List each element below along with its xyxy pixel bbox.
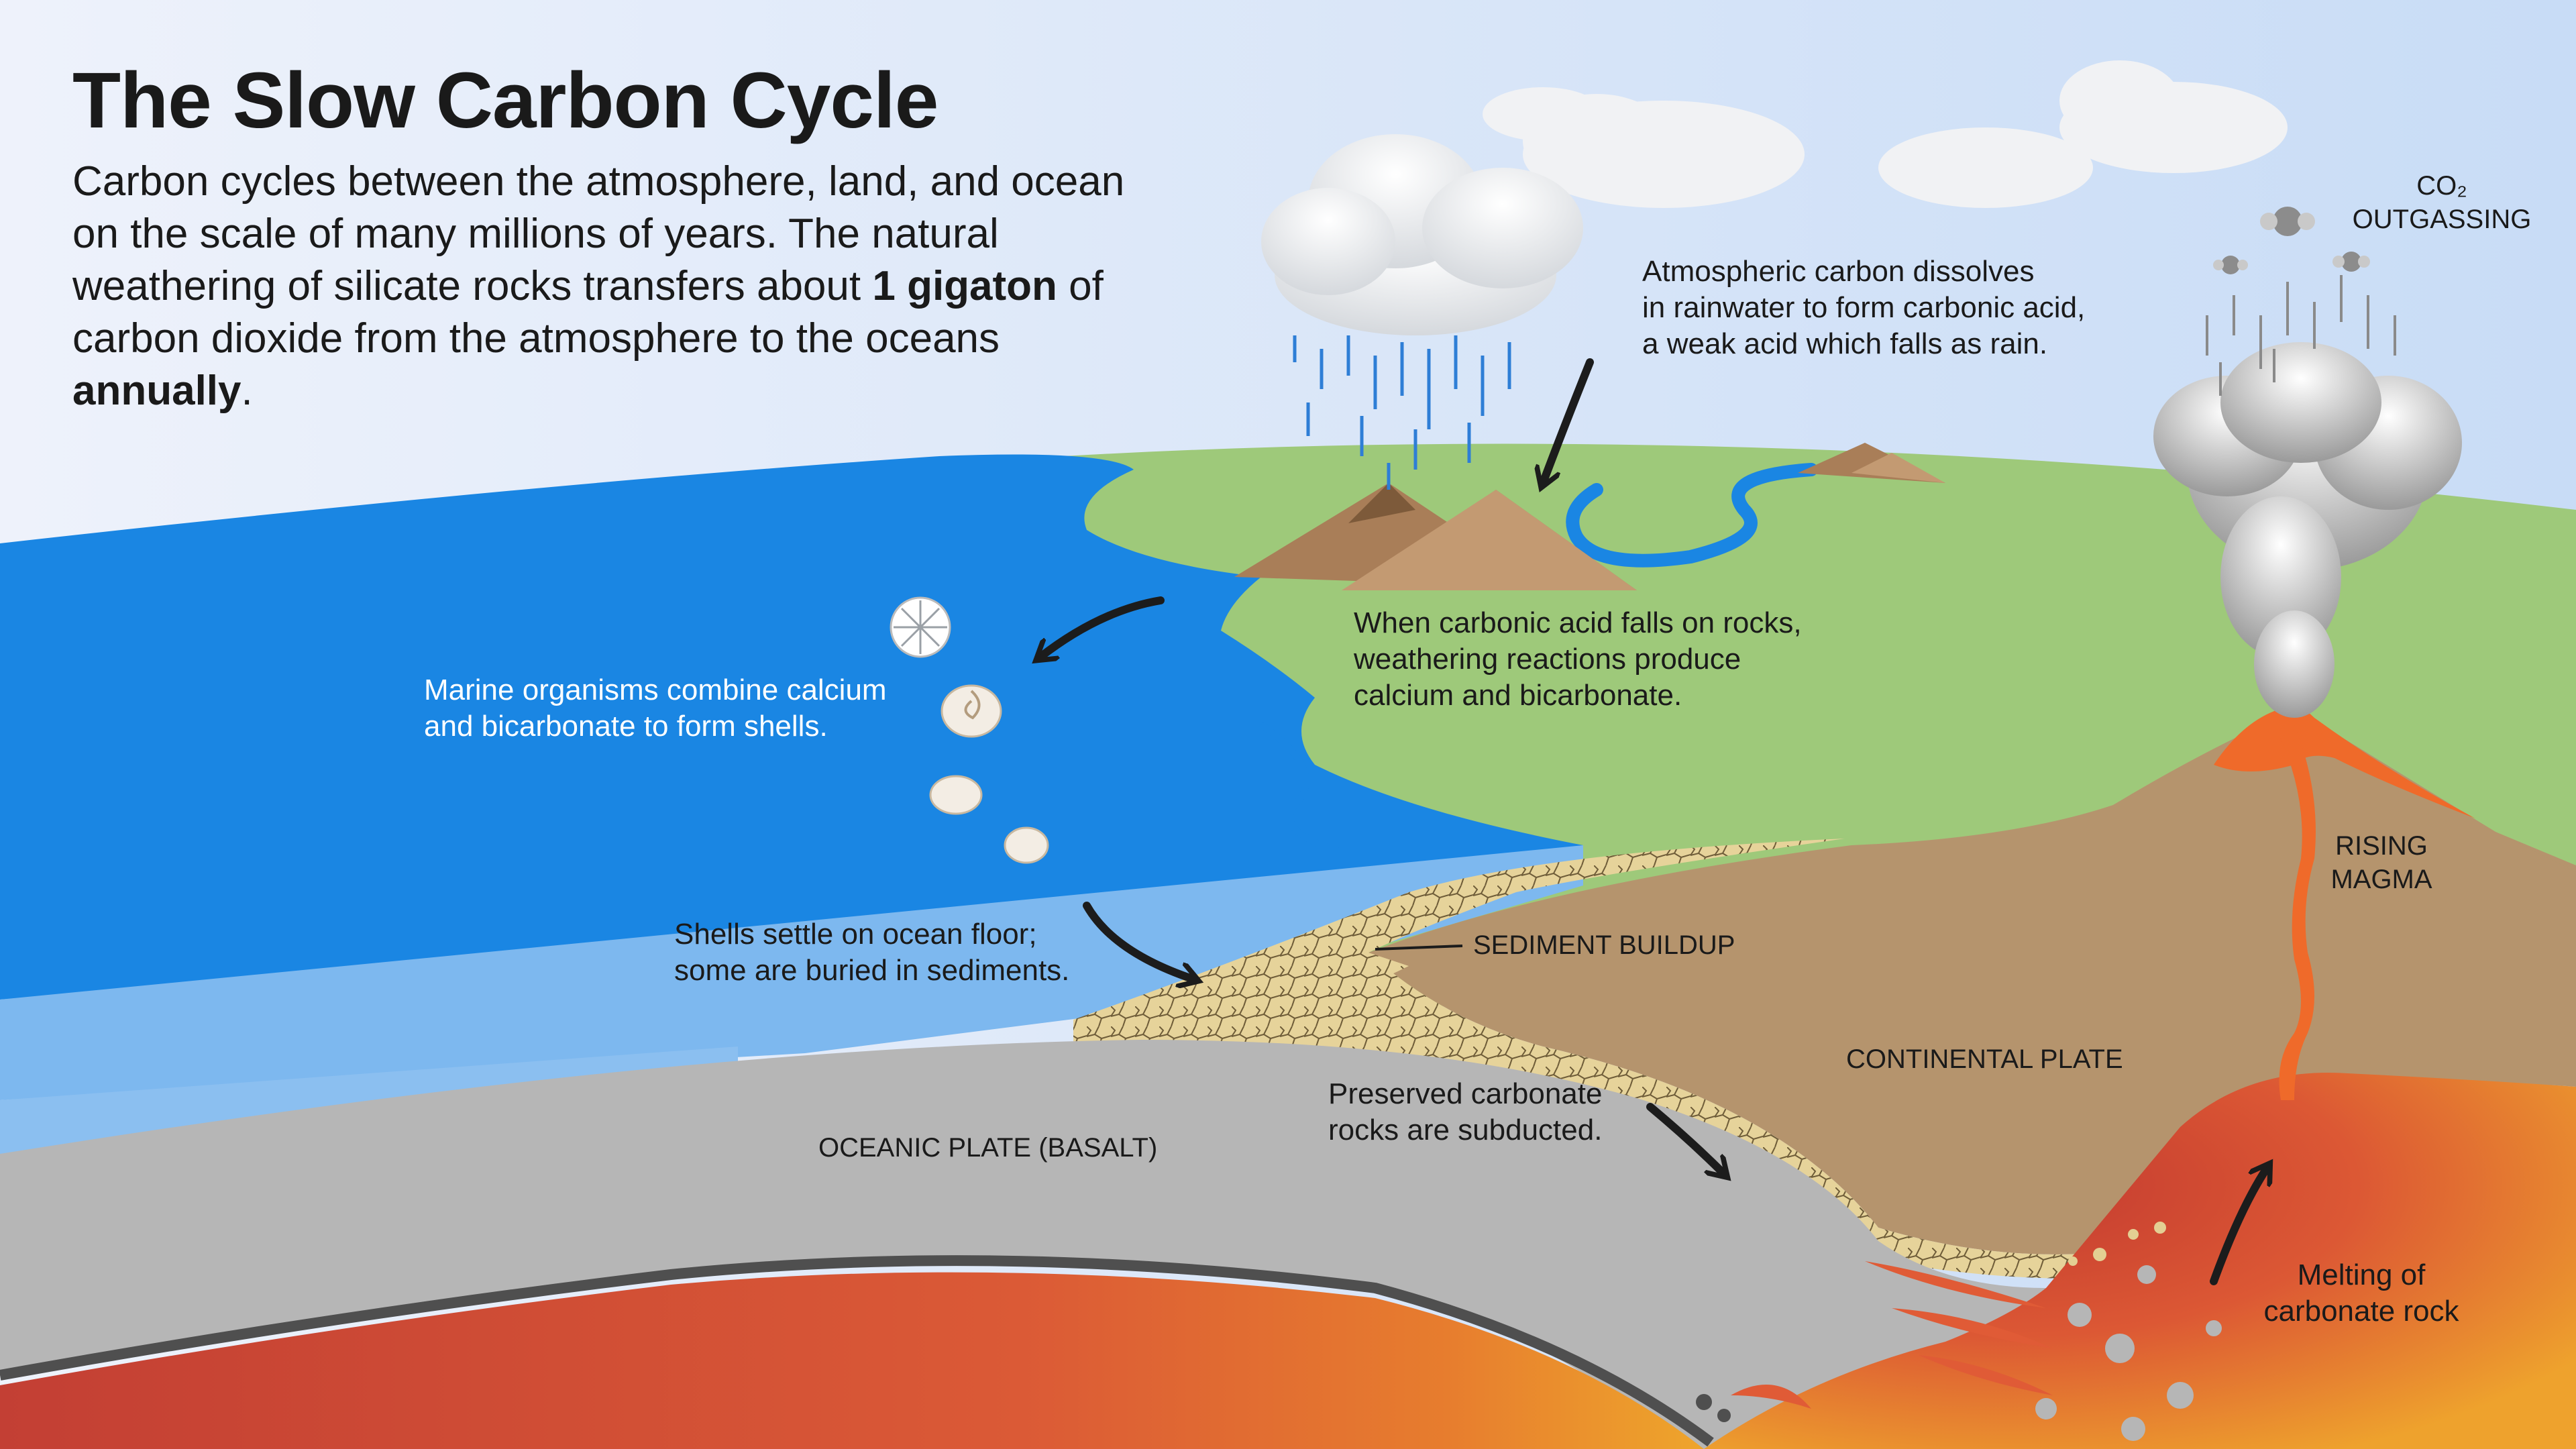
sediment-buildup-label: SEDIMENT BUILDUP	[1473, 930, 1735, 960]
mountains	[1234, 443, 1945, 590]
subducted-label: Preserved carbonate rocks are subducted.	[1328, 1076, 1602, 1148]
rising-magma	[2274, 724, 2316, 1100]
intro-bold-2: annually	[72, 368, 241, 414]
weathering-label: When carbonic acid falls on rocks, weath…	[1354, 605, 1802, 714]
rising-magma-label: RISING MAGMA	[2281, 829, 2482, 896]
ocean	[0, 454, 1583, 1000]
rising-magma-label-line-2: MAGMA	[2330, 865, 2432, 894]
clouds	[1483, 60, 2288, 208]
arrow-rain	[1543, 358, 1594, 483]
arrow-to-ocean	[1040, 596, 1165, 657]
sediment-fragments	[2068, 1222, 2166, 1266]
continental-plate-label: CONTINENTAL PLATE	[1846, 1044, 2123, 1074]
process-arrows	[1040, 358, 2267, 1285]
co2-label-line-2: OUTGASSING	[2352, 205, 2532, 234]
rain-label: Atmospheric carbon dissolves in rainwate…	[1642, 254, 2085, 362]
volcano-cone	[2113, 718, 2576, 939]
river	[1566, 463, 1818, 568]
sediment-pointer	[1375, 945, 1463, 951]
mantle	[0, 1272, 1704, 1449]
arrow-melt	[2210, 1167, 2267, 1285]
arrow-to-floor	[1083, 902, 1194, 979]
dark-fragments	[1696, 1394, 1731, 1422]
intro-text-3: .	[241, 368, 253, 414]
intro-bold-1: 1 gigaton	[872, 263, 1057, 309]
coast-stream	[1259, 721, 1343, 855]
co2-label-line-1: CO₂	[2416, 171, 2467, 201]
intro-text-1: Carbon cycles between the atmosphere, la…	[72, 158, 1125, 309]
oceanic-plate-edge	[0, 1255, 1714, 1447]
intro-text-2: of carbon dioxide from the atmosphere to…	[72, 263, 1104, 362]
rain-label-line-2: in rainwater to form carbonic acid,	[1642, 291, 2086, 324]
rain-label-line-3: a weak acid which falls as rain.	[1642, 327, 2048, 360]
hot-zone	[1704, 1073, 2576, 1449]
rising-magma-label-line-1: RISING	[2335, 831, 2428, 861]
oceanic-plate-label: OCEANIC PLATE (BASALT)	[818, 1133, 1158, 1163]
sediment-wedge	[1073, 839, 2147, 1279]
weathering-label-line-3: calcium and bicarbonate.	[1354, 679, 1682, 712]
page-title: The Slow Carbon Cycle	[72, 56, 938, 145]
melt-flames	[1731, 1261, 2053, 1409]
weathering-label-line-2: weathering reactions produce	[1354, 643, 1741, 676]
marine-label: Marine organisms combine calcium and bic…	[424, 672, 887, 745]
shells-label: Shells settle on ocean floor; some are b…	[674, 916, 1069, 989]
shallow-ocean	[0, 845, 1583, 1100]
subducted-label-line-2: rocks are subducted.	[1328, 1114, 1603, 1146]
shells-label-line-1: Shells settle on ocean floor;	[674, 918, 1037, 951]
rain-cloud	[1261, 134, 1583, 335]
rain-label-line-1: Atmospheric carbon dissolves	[1642, 255, 2035, 288]
shells	[890, 596, 1049, 864]
melting-label-line-2: carbonate rock	[2263, 1295, 2459, 1328]
melting-label-line-1: Melting of	[2297, 1258, 2426, 1291]
rain	[1293, 335, 1511, 490]
subducted-label-line-1: Preserved carbonate	[1328, 1077, 1603, 1110]
marine-label-line-1: Marine organisms combine calcium	[424, 674, 887, 706]
shells-label-line-2: some are buried in sediments.	[674, 954, 1070, 987]
intro-paragraph: Carbon cycles between the atmosphere, la…	[72, 156, 1159, 417]
marine-label-line-2: and bicarbonate to form shells.	[424, 710, 828, 743]
outgassing-streaks	[2206, 275, 2396, 396]
co2-molecules	[2213, 207, 2370, 274]
co2-outgassing-label: CO₂ OUTGASSING	[2308, 169, 2576, 236]
oceanic-plate	[0, 1040, 2046, 1449]
rock-fragments	[2035, 1265, 2222, 1441]
volcano-smoke	[2153, 342, 2462, 718]
weathering-label-line-1: When carbonic acid falls on rocks,	[1354, 606, 1802, 639]
melting-label: Melting of carbonate rock	[2227, 1257, 2496, 1330]
arrow-subduct	[1646, 1103, 1724, 1174]
